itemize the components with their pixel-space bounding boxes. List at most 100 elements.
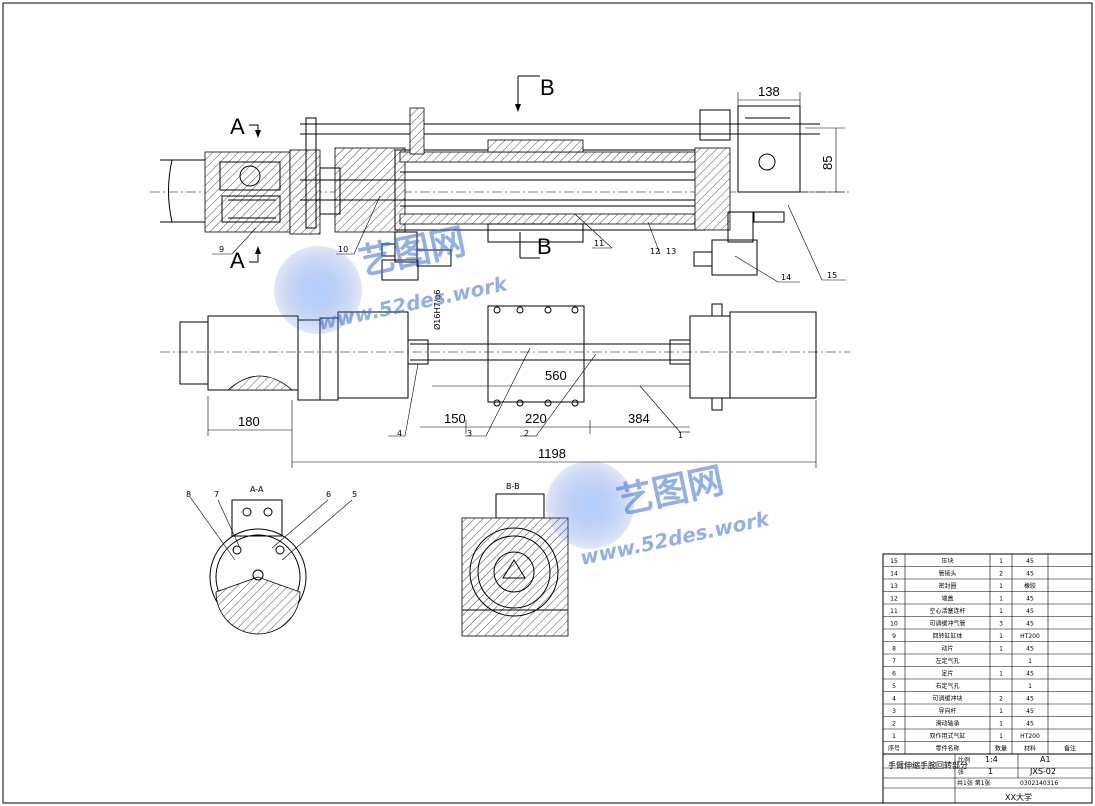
parts-row-qty: 1: [999, 721, 1003, 728]
callout-11: 11: [594, 239, 604, 248]
plan-view-dimensions: 560 150 220 384 180 1198 Ø16H7/g6: [207, 290, 817, 468]
callout-13: 13: [666, 247, 676, 256]
drawing-code: JXS-02: [1029, 767, 1056, 776]
parts-row-no: 13: [890, 583, 898, 590]
callout-4: 4: [397, 429, 402, 438]
parts-row-material: HT200: [1020, 733, 1040, 740]
parts-row-qty: 1: [999, 733, 1003, 740]
scale-label: 比例: [958, 756, 970, 764]
callout-14: 14: [781, 273, 791, 282]
parts-row-no: 2: [892, 721, 896, 728]
dim-220: 220: [525, 411, 547, 426]
parts-row-no: 6: [892, 671, 896, 678]
parts-row-no: 3: [892, 708, 896, 715]
parts-row-name: 压块: [941, 557, 953, 565]
parts-row-name: 双作用式气缸: [929, 732, 965, 740]
top-view-callouts: 9 10 11 12 13 14 15: [212, 195, 846, 283]
parts-row-name: 回转缸缸体: [932, 632, 962, 640]
parts-row-name: 可调缓冲气管: [929, 620, 965, 628]
parts-row-material: 1: [1028, 658, 1032, 665]
dim-384: 384: [628, 411, 650, 426]
callout-9: 9: [219, 245, 224, 254]
parts-row-material: 1: [1028, 683, 1032, 690]
parts-row-qty: 1: [999, 608, 1003, 615]
parts-row-material: 45: [1026, 646, 1034, 653]
parts-row-no: 7: [892, 658, 896, 665]
parts-header-qty: 数量: [995, 745, 1007, 753]
plan-view-callouts: 4 3 2 1: [388, 347, 690, 440]
parts-header-material: 材料: [1024, 745, 1036, 753]
parts-row-name: 右定气孔: [935, 682, 959, 690]
parts-row-name: 密封圈: [938, 582, 956, 590]
parts-row-no: 11: [890, 608, 898, 615]
parts-row-qty: 2: [999, 696, 1003, 703]
sheet-count: 1: [988, 767, 993, 776]
parts-row-no: 1: [892, 733, 896, 740]
parts-row-material: 45: [1026, 671, 1034, 678]
parts-row-material: 45: [1026, 608, 1034, 615]
dim-138: 138: [758, 84, 780, 99]
drawing-number: 0302140316: [1020, 780, 1058, 787]
callout-12: 12: [650, 247, 660, 256]
section-aa-view: A-A 8 7 6 5: [186, 485, 357, 635]
callout-10: 10: [338, 245, 348, 254]
parts-row-qty: 3: [999, 621, 1003, 628]
parts-row-material: 45: [1026, 596, 1034, 603]
parts-row-no: 10: [890, 621, 898, 628]
school-name: XX大学: [1005, 792, 1032, 802]
parts-row-qty: 1: [999, 646, 1003, 653]
parts-row-material: 橡胶: [1024, 582, 1036, 590]
drawing-name: 手臂伸缩手腕回转部分: [888, 760, 968, 770]
parts-row-name: 管接头: [938, 570, 956, 578]
parts-row-name: 端盖: [941, 595, 953, 603]
parts-row-qty: 1: [999, 708, 1003, 715]
parts-header-no: 序号: [888, 745, 900, 753]
sheets-info: 共1张 第1张: [957, 779, 991, 787]
callout-2: 2: [524, 429, 529, 438]
parts-row-no: 4: [892, 696, 896, 703]
parts-row-qty: 1: [999, 583, 1003, 590]
dim-diameter: Ø16H7/g6: [432, 290, 442, 330]
parts-row-qty: 1: [999, 671, 1003, 678]
callout-6: 6: [326, 490, 331, 499]
plan-view: [160, 303, 850, 411]
callout-3: 3: [467, 429, 472, 438]
callout-8: 8: [186, 490, 191, 499]
watermark-cn-2: 艺图网: [613, 460, 727, 523]
section-bb-view: B-B: [461, 482, 569, 637]
title-block: 手臂伸缩手腕回转部分 比例 1:4 A1 张 1 JXS-02 共1张 第1张 …: [882, 753, 1093, 804]
parts-row-no: 8: [892, 646, 896, 653]
parts-row-material: 45: [1026, 621, 1034, 628]
parts-row-qty: 1: [999, 558, 1003, 565]
parts-row-no: 12: [890, 596, 898, 603]
front-section-view: [150, 105, 850, 281]
parts-row-name: 导向杆: [938, 707, 956, 715]
parts-row-material: HT200: [1020, 633, 1040, 640]
parts-row-no: 5: [892, 683, 896, 690]
parts-row-qty: 1: [999, 633, 1003, 640]
parts-row-material: 45: [1026, 558, 1034, 565]
dim-180: 180: [238, 414, 260, 429]
parts-header-note: 备注: [1064, 745, 1076, 753]
dim-1198: 1198: [538, 446, 566, 461]
sheet-size: A1: [1040, 755, 1051, 764]
aa-title: A-A: [250, 485, 264, 494]
parts-row-name: 空心活塞连杆: [929, 607, 965, 615]
section-b-top-label: B: [540, 75, 555, 100]
parts-row-qty: 2: [999, 571, 1003, 578]
parts-row-qty: 1: [999, 596, 1003, 603]
section-b-bottom-label: B: [537, 234, 552, 259]
top-view-dimensions: 138 85: [737, 84, 845, 193]
parts-row-material: 45: [1026, 721, 1034, 728]
parts-row-name: 左定气孔: [935, 657, 959, 665]
parts-row-name: 滑动轴承: [935, 720, 959, 728]
parts-row-no: 9: [892, 633, 896, 640]
parts-row-material: 45: [1026, 696, 1034, 703]
parts-row-no: 15: [890, 558, 898, 565]
scale-value: 1:4: [985, 755, 998, 764]
dim-150: 150: [444, 411, 466, 426]
bb-title: B-B: [506, 482, 520, 491]
